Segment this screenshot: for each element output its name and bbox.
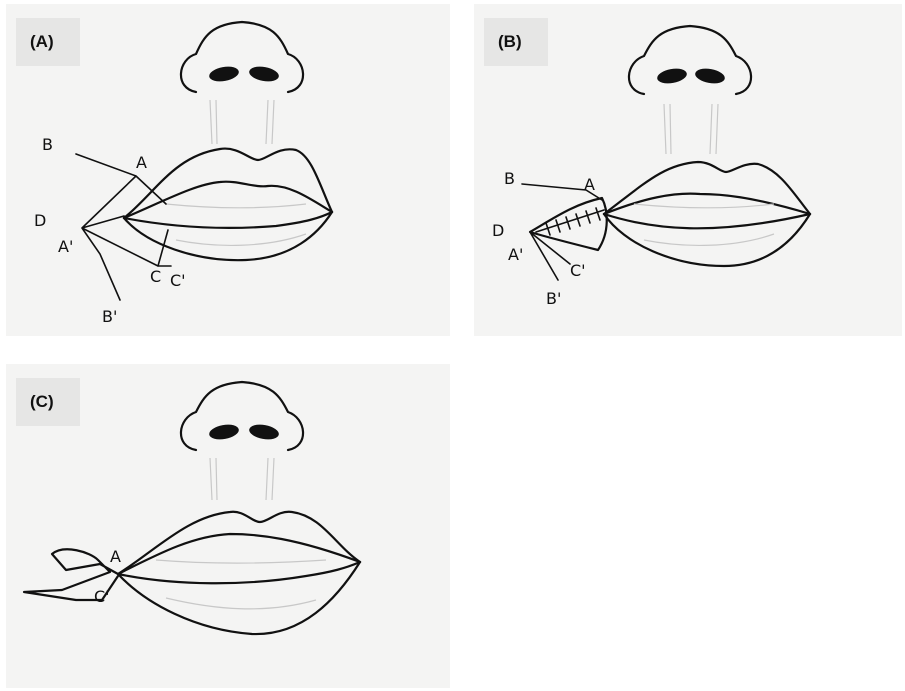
philtrum-shading — [210, 100, 274, 144]
label-c-prime: C' — [94, 587, 110, 606]
nose — [181, 22, 303, 92]
label-b: B — [42, 135, 53, 154]
philtrum-shading — [210, 458, 274, 500]
label-a: A — [584, 175, 595, 194]
label-a: A — [136, 153, 147, 172]
label-c-prime: C' — [570, 261, 586, 280]
label-d: D — [34, 211, 46, 230]
panel-c: (C) A C' — [6, 364, 450, 688]
lips — [124, 149, 332, 261]
label-b: B — [504, 169, 515, 188]
panel-a: (A) B A D A' B' C C' — [6, 4, 450, 336]
illustration-a: B A D A' B' C C' — [6, 4, 450, 336]
label-d: D — [492, 221, 504, 240]
nose — [181, 382, 303, 450]
label-b-prime: B' — [102, 307, 117, 326]
label-a: A — [110, 547, 121, 566]
lips — [604, 162, 810, 266]
label-c: C — [150, 267, 161, 286]
panel-b: (B) B A D A' C' B' — [474, 4, 902, 336]
philtrum-shading — [664, 104, 718, 154]
lips — [118, 512, 360, 634]
illustration-c: A C' — [6, 364, 450, 688]
flap — [522, 184, 607, 280]
label-a-prime: A' — [58, 237, 73, 256]
label-c-prime: C' — [170, 271, 186, 290]
label-a-prime: A' — [508, 245, 523, 264]
illustration-b: B A D A' C' B' — [474, 4, 902, 336]
label-b-prime: B' — [546, 289, 561, 308]
nose — [629, 26, 751, 94]
